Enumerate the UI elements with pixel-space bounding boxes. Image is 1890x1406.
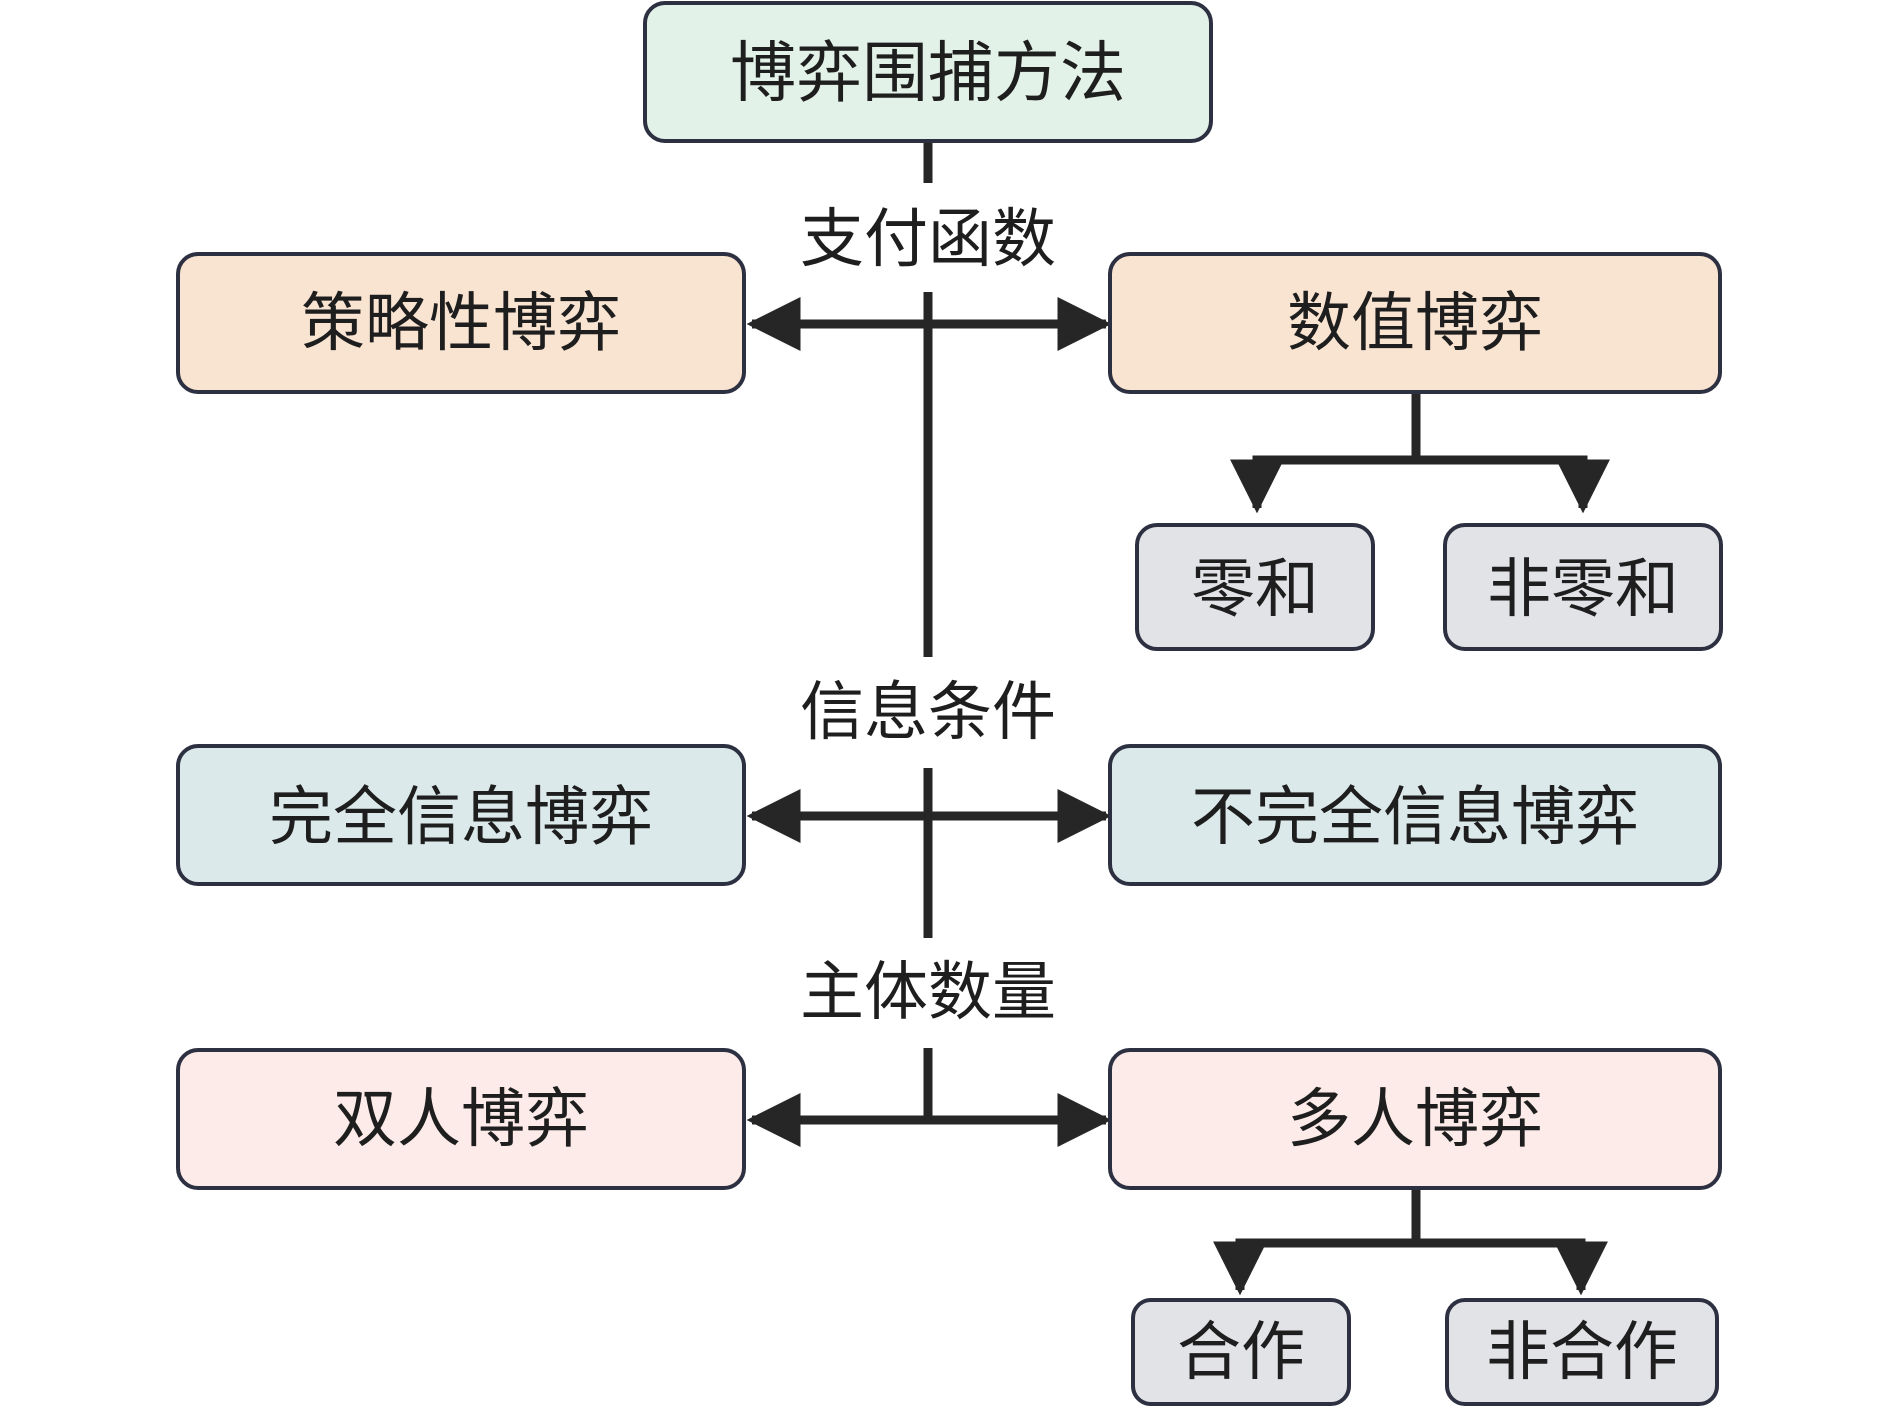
node-zero-sum: 零和: [1135, 523, 1375, 651]
node-strategic-game-label: 策略性博弈: [301, 287, 621, 361]
numeric-game-branch-right: [1416, 455, 1610, 514]
node-strategic-game: 策略性博弈: [176, 252, 746, 394]
connectors: [746, 143, 1610, 1296]
node-two-player-game: 双人博弈: [176, 1048, 746, 1190]
title-text: 博弈围捕方法: [730, 35, 1126, 112]
node-non-cooperative-label: 非合作: [1486, 1316, 1678, 1390]
criterion-label-agents: 主体数量: [800, 956, 1056, 1030]
node-complete-info-game-label: 完全信息博弈: [269, 781, 653, 855]
node-numeric-game-label: 数值博弈: [1287, 287, 1543, 361]
node-incomplete-info-game: 不完全信息博弈: [1108, 744, 1722, 886]
multiplayer-game-branch-right: [1416, 1238, 1608, 1296]
numeric-game-branch: [1230, 393, 1421, 514]
node-two-player-game-label: 双人博弈: [333, 1083, 589, 1157]
node-cooperative: 合作: [1131, 1298, 1351, 1406]
node-non-zero-sum-label: 非零和: [1487, 553, 1679, 627]
criterion-label-payoff: 支付函数: [800, 203, 1056, 277]
node-complete-info-game: 完全信息博弈: [176, 744, 746, 886]
node-non-cooperative: 非合作: [1445, 1298, 1719, 1406]
title-node: 博弈围捕方法: [643, 1, 1213, 143]
node-multiplayer-game-label: 多人博弈: [1287, 1083, 1543, 1157]
node-numeric-game: 数值博弈: [1108, 252, 1722, 394]
node-incomplete-info-game-label: 不完全信息博弈: [1191, 781, 1639, 855]
node-multiplayer-game: 多人博弈: [1108, 1048, 1722, 1190]
node-non-zero-sum: 非零和: [1443, 523, 1723, 651]
node-cooperative-label: 合作: [1177, 1316, 1305, 1390]
multiplayer-game-branch: [1213, 1188, 1421, 1296]
criterion-label-info: 信息条件: [800, 676, 1056, 750]
node-zero-sum-label: 零和: [1191, 553, 1319, 627]
